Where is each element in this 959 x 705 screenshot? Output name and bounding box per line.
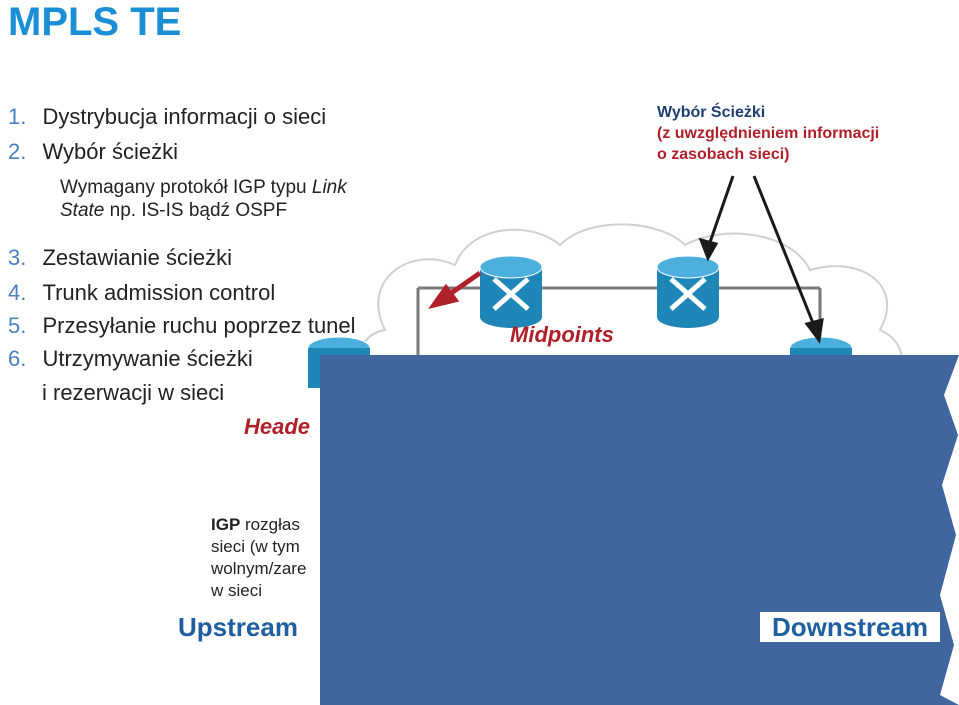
step-text: Dystrybucja informacji o sieci [42, 104, 327, 129]
igp-line: wolnym/zare [211, 559, 307, 578]
note-line2: np. IS-IS bądź OSPF [104, 200, 288, 221]
step-text: Przesyłanie ruchu poprzez tunel [42, 313, 356, 338]
step-number: 1. [8, 104, 27, 129]
igp-bold: IGP [211, 515, 241, 534]
step-1: 1. Dystrybucja informacji o sieci [8, 104, 326, 130]
igp-line: rozgłas [240, 515, 300, 534]
step-number: 5. [8, 313, 27, 338]
step-text: Utrzymywanie ścieżki [42, 346, 253, 371]
router-icon [479, 255, 543, 328]
step-text: Wybór ścieżki [42, 139, 178, 164]
callout-arrows [698, 175, 824, 344]
overlay-panel [320, 355, 959, 705]
red-arrow [428, 270, 482, 309]
step-number: 2. [8, 139, 27, 164]
midpoints-label: Midpoints [510, 322, 614, 347]
step-4: 4. Trunk admission control [8, 280, 275, 306]
igp-description: IGP rozgłas sieci (w tym wolnym/zare w s… [211, 514, 306, 602]
step-6: 6. Utrzymywanie ścieżki [8, 346, 253, 372]
page-title: MPLS TE [8, 0, 182, 44]
step-5: 5. Przesyłanie ruchu poprzez tunel [8, 313, 356, 339]
note-line1-italic: Link [311, 177, 347, 198]
headend-label: Heade [244, 414, 311, 439]
note-line2-italic: State [60, 200, 105, 221]
router-icon [656, 255, 720, 328]
step-text: Zestawianie ścieżki [42, 245, 232, 270]
igp-line: sieci (w tym [211, 537, 300, 556]
upstream-label: Upstream [178, 612, 298, 642]
step-6-continued: i rezerwacji w sieci [42, 380, 225, 405]
callout-line: (z uwzględnieniem informacji [657, 125, 880, 142]
step-number: 6. [8, 346, 27, 371]
note-line1: Wymagany protokół IGP typu [60, 177, 312, 198]
callout-line: o zasobach sieci) [657, 146, 790, 163]
callout-heading: Wybór Ścieżki [657, 104, 766, 121]
step-number: 4. [8, 280, 27, 305]
downstream-label: Downstream [772, 612, 929, 642]
step-number: 3. [8, 245, 27, 270]
step-3: 3. Zestawianie ścieżki [8, 245, 232, 271]
igp-requirement-note: Wymagany protokół IGP typu Link State np… [60, 176, 347, 222]
step-text: Trunk admission control [42, 280, 276, 305]
path-selection-callout: Wybór Ścieżki (z uwzględnieniem informac… [657, 102, 879, 165]
step-2: 2. Wybór ścieżki [8, 139, 178, 165]
downstream-box [760, 612, 940, 642]
igp-line: w sieci [211, 581, 263, 600]
jagged-edge [940, 355, 959, 705]
